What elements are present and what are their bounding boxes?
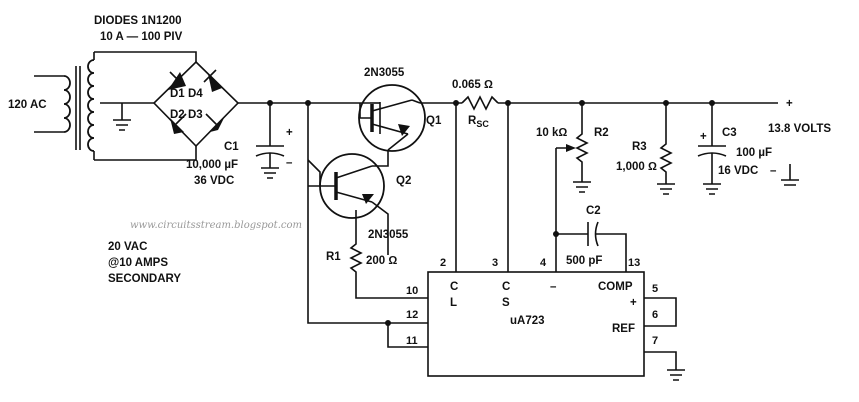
watermark-text: www.circuitsstream.blogspot.com	[130, 220, 302, 231]
c3-voltage: 16 VDC	[718, 165, 758, 177]
secondary-label-3: SECONDARY	[108, 273, 181, 285]
output-voltage-label: 13.8 VOLTS	[768, 123, 831, 135]
capacitor-c2	[556, 221, 627, 272]
transformer-primary-label: 120 AC	[8, 99, 47, 111]
r1-ref: R1	[326, 251, 341, 263]
c1-voltage: 36 VDC	[194, 175, 234, 187]
ic-comp: COMP	[598, 281, 633, 293]
r1-value: 200 Ω	[366, 255, 397, 267]
ic-cl-l: L	[450, 297, 457, 309]
c1-ref: C1	[224, 141, 239, 153]
ic-ref: REF	[612, 323, 635, 335]
transistor-q1	[358, 84, 426, 152]
diode-bridge	[122, 60, 240, 148]
c1-plus: +	[286, 127, 293, 139]
q1-ref: Q1	[426, 115, 442, 127]
ic-ground-icon	[667, 369, 685, 381]
diode-d2-label: D2	[170, 109, 185, 121]
c3-ref: C3	[722, 127, 737, 139]
c3-value: 100 µF	[736, 147, 772, 159]
output-plus: +	[786, 98, 793, 110]
resistor-r1	[349, 210, 428, 299]
ic-ua723-body	[427, 271, 645, 377]
ic-cs-c: C	[502, 281, 510, 293]
ic-plus: +	[630, 297, 637, 309]
c2-value: 500 pF	[566, 255, 602, 267]
pin-5: 5	[652, 283, 658, 295]
resistor-r3	[657, 103, 675, 195]
output-ground-icon	[781, 164, 799, 186]
r3-ref: R3	[632, 141, 647, 153]
diode-d3-label: D3	[188, 109, 203, 121]
r3-value: 1,000 Ω	[616, 161, 657, 173]
pin-2: 2	[440, 257, 446, 269]
r2-ref: R2	[594, 127, 609, 139]
c1-value: 10,000 µF	[186, 159, 238, 171]
c2-ref: C2	[586, 205, 601, 217]
rsc-value: 0.065 Ω	[452, 79, 493, 91]
diode-d4-label: D4	[188, 88, 203, 100]
diodes-title: DIODES 1N1200	[94, 15, 182, 27]
potentiometer-r2	[555, 103, 591, 272]
r2-value: 10 kΩ	[536, 127, 567, 139]
pin-6: 6	[652, 309, 658, 321]
ic-cs-s: S	[502, 297, 510, 309]
ic-name: uA723	[510, 315, 545, 327]
c3-plus: +	[700, 131, 707, 143]
pin-3: 3	[492, 257, 498, 269]
pin-4: 4	[540, 257, 547, 269]
pin-12: 12	[406, 309, 418, 321]
secondary-label-2: @10 AMPS	[108, 257, 168, 269]
pin-7: 7	[652, 335, 658, 347]
secondary-label-1: 20 VAC	[108, 241, 147, 253]
c1-minus: –	[286, 157, 293, 169]
pin-11: 11	[406, 335, 418, 347]
q1-part: 2N3055	[364, 67, 405, 79]
transistor-q2	[307, 150, 389, 255]
q2-ref: Q2	[396, 175, 411, 187]
transformer	[34, 51, 197, 161]
ic-minus: –	[550, 281, 557, 293]
resistor-rsc	[461, 95, 499, 111]
c3-minus: –	[770, 165, 777, 177]
pin-10: 10	[406, 285, 418, 297]
rsc-ref: RSC	[468, 115, 489, 129]
capacitor-c3	[697, 103, 727, 195]
capacitor-c1	[255, 103, 285, 179]
diodes-rating: 10 A — 100 PIV	[100, 31, 183, 43]
pin-13: 13	[628, 257, 640, 269]
ic-cl-c: C	[450, 281, 458, 293]
diode-d1-label: D1	[170, 88, 185, 100]
q2-part: 2N3055	[368, 229, 409, 241]
